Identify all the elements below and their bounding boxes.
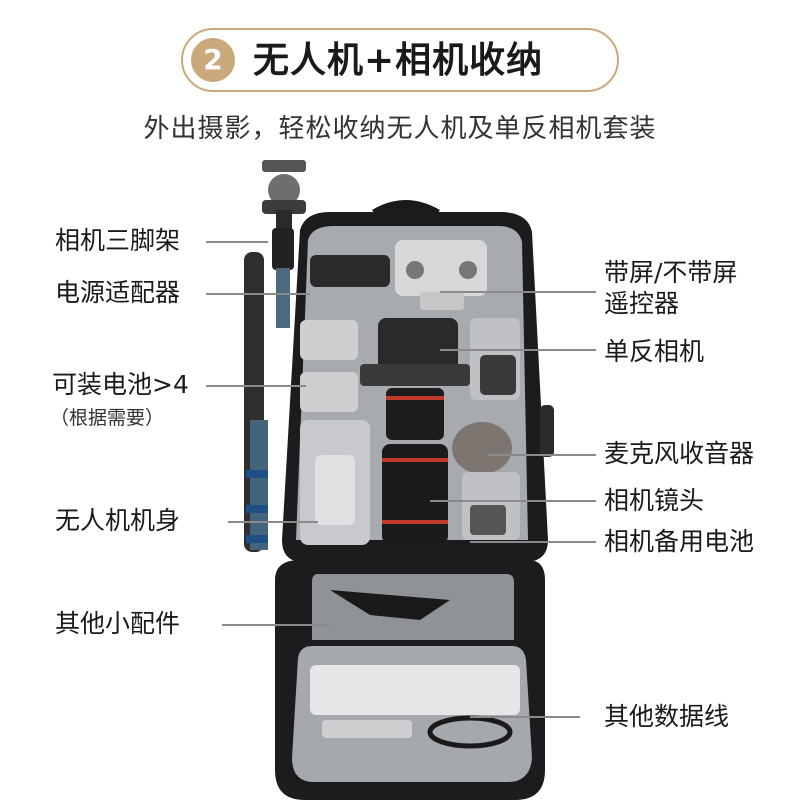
leader-dslr: [440, 349, 596, 351]
leader-accessories: [222, 624, 330, 626]
leader-microphone: [488, 454, 596, 456]
battery-stack: [300, 320, 370, 545]
top-items: [310, 240, 487, 310]
label-batteries: 可装电池>4: [52, 370, 189, 399]
title-pill: 2 无人机+相机收纳: [181, 28, 619, 92]
label-tripod: 相机三脚架: [55, 226, 181, 255]
label-power-adapter: 电源适配器: [55, 278, 181, 307]
leader-spare-battery: [470, 541, 596, 543]
right-items: [452, 318, 520, 540]
label-microphone: 麦克风收音器: [604, 439, 755, 468]
label-spare-battery: 相机备用电池: [604, 527, 755, 556]
tripod-image: [244, 160, 306, 552]
leader-cables: [470, 716, 580, 718]
leader-batteries: [206, 385, 306, 387]
leader-drone-body: [228, 521, 318, 523]
label-batteries-note: （根据需要）: [50, 407, 165, 429]
leader-tripod: [206, 241, 268, 243]
front-flap: [275, 560, 545, 800]
label-lens: 相机镜头: [604, 486, 705, 515]
label-cables: 其他数据线: [604, 702, 730, 731]
label-dslr: 单反相机: [604, 337, 705, 366]
label-remote-line1: 带屏/不带屏: [604, 258, 738, 287]
label-remote-line2: 遥控器: [604, 289, 680, 318]
step-number-badge: 2: [191, 38, 235, 82]
label-accessories: 其他小配件: [55, 609, 181, 638]
label-drone-body: 无人机机身: [55, 506, 181, 535]
leader-lens: [430, 500, 596, 502]
page-subtitle: 外出摄影，轻松收纳无人机及单反相机套装: [143, 114, 657, 144]
camera-and-lens: [360, 318, 470, 544]
page-title: 无人机+相机收纳: [253, 40, 544, 81]
leader-power-adapter: [206, 293, 310, 295]
leader-remote: [440, 291, 596, 293]
